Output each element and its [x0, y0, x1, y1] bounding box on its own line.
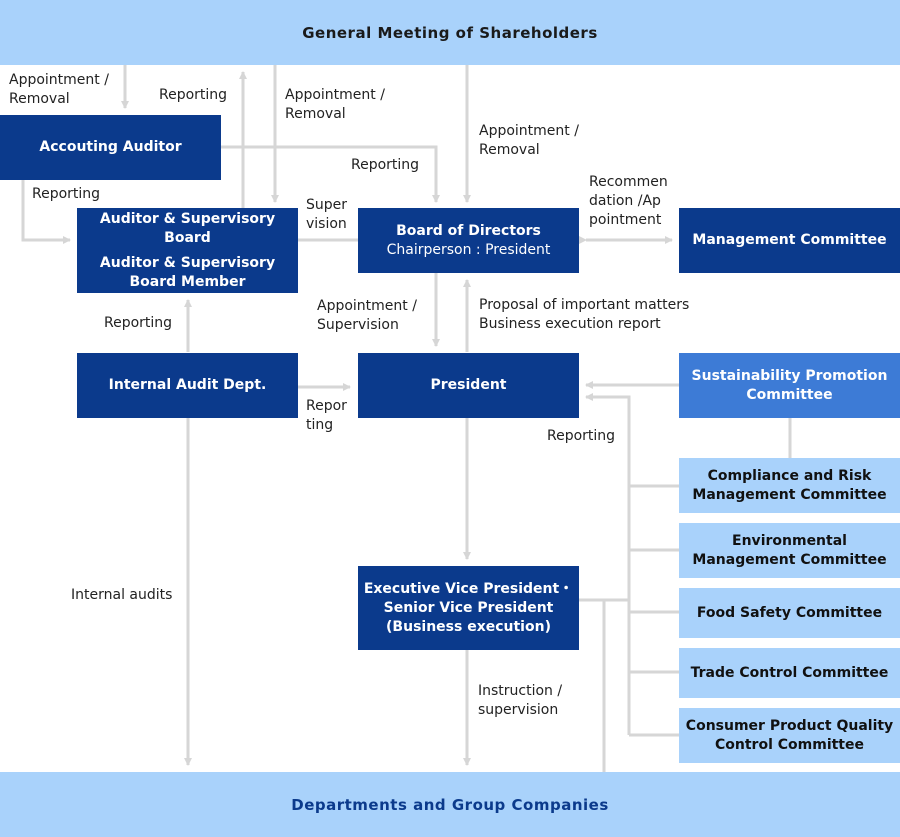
board-of-directors-sub: Chairperson : President [386, 241, 551, 258]
label-appointment-removal-3: Appointment / Removal [479, 123, 579, 158]
label-appointment-removal-2: Appointment / Removal [285, 87, 385, 122]
general-meeting-label: General Meeting of Shareholders [302, 23, 598, 42]
sustainability-committee-box: Sustainability Promotion Committee [679, 353, 900, 418]
board-of-directors-box: Board of Directors Chairperson : Preside… [358, 208, 579, 273]
label-recommendation: Recommen dation /Ap pointment [589, 174, 668, 228]
compliance-committee-box: Compliance and Risk Management Committee [679, 458, 900, 513]
consumer-product-committee-box: Consumer Product Quality Control Committ… [679, 708, 900, 763]
president-box: President [358, 353, 579, 418]
auditor-board-line1: Auditor & Supervisory Board [99, 210, 276, 246]
accounting-auditor-label: Accouting Auditor [39, 139, 182, 155]
label-internal-audits: Internal audits [71, 587, 173, 603]
sustainability-line1: Sustainability Promotion [691, 367, 888, 384]
auditor-board-box: Auditor & Supervisory Board Auditor & Su… [77, 208, 298, 293]
compliance-line1: Compliance and Risk [707, 467, 872, 484]
label-reporting-2: Reporting [351, 157, 420, 173]
label-appointment-supervision: Appointment / Supervision [317, 298, 417, 333]
label-proposal: Proposal of important matters Business e… [479, 297, 690, 332]
arrow-auditor-to-directors [220, 145, 440, 203]
executive-vp-line2: Senior Vice President [383, 599, 554, 616]
board-of-directors-title: Board of Directors [396, 222, 541, 239]
label-reporting-6: Reporting [547, 428, 616, 444]
consumer-product-line1: Consumer Product Quality [685, 717, 894, 734]
general-meeting-band: General Meeting of Shareholders [0, 0, 900, 65]
label-appointment-removal-1: Appointment / Removal [9, 72, 109, 107]
label-instruction: Instruction / supervision [478, 683, 563, 718]
auditor-board-line3: Board Member [129, 273, 246, 290]
label-reporting-3: Reporting [32, 186, 101, 202]
trade-control-label: Trade Control Committee [690, 664, 889, 681]
management-committee-label: Management Committee [692, 232, 887, 248]
internal-audit-label: Internal Audit Dept. [108, 377, 267, 393]
environmental-line1: Environmental [732, 532, 847, 549]
food-safety-committee-box: Food Safety Committee [679, 588, 900, 638]
arrow-committees-to-president [585, 393, 631, 735]
sustainability-line2: Committee [746, 386, 833, 403]
label-reporting-5: Repor ting [306, 398, 347, 433]
management-committee-box: Management Committee [679, 208, 900, 273]
arrow-auditor-to-board [21, 180, 71, 244]
departments-band: Departments and Group Companies [0, 772, 900, 837]
internal-audit-box: Internal Audit Dept. [77, 353, 298, 418]
label-reporting-4: Reporting [104, 315, 173, 331]
trade-control-committee-box: Trade Control Committee [679, 648, 900, 698]
executive-vp-line3: (Business execution) [386, 618, 551, 635]
label-supervision: Super vision [306, 197, 348, 232]
food-safety-label: Food Safety Committee [696, 604, 883, 621]
environmental-line2: Management Committee [692, 551, 887, 568]
environmental-committee-box: Environmental Management Committee [679, 523, 900, 578]
label-reporting-1: Reporting [159, 87, 228, 103]
compliance-line2: Management Committee [692, 486, 887, 503]
departments-label: Departments and Group Companies [291, 795, 609, 814]
accounting-auditor-box: Accouting Auditor [0, 115, 221, 180]
president-label: President [430, 377, 507, 393]
auditor-board-line2: Auditor & Supervisory [99, 254, 276, 271]
executive-vp-line1: Executive Vice President・ [363, 580, 574, 597]
consumer-product-line2: Control Committee [715, 736, 864, 753]
executive-vp-box: Executive Vice President・ Senior Vice Pr… [358, 566, 579, 650]
